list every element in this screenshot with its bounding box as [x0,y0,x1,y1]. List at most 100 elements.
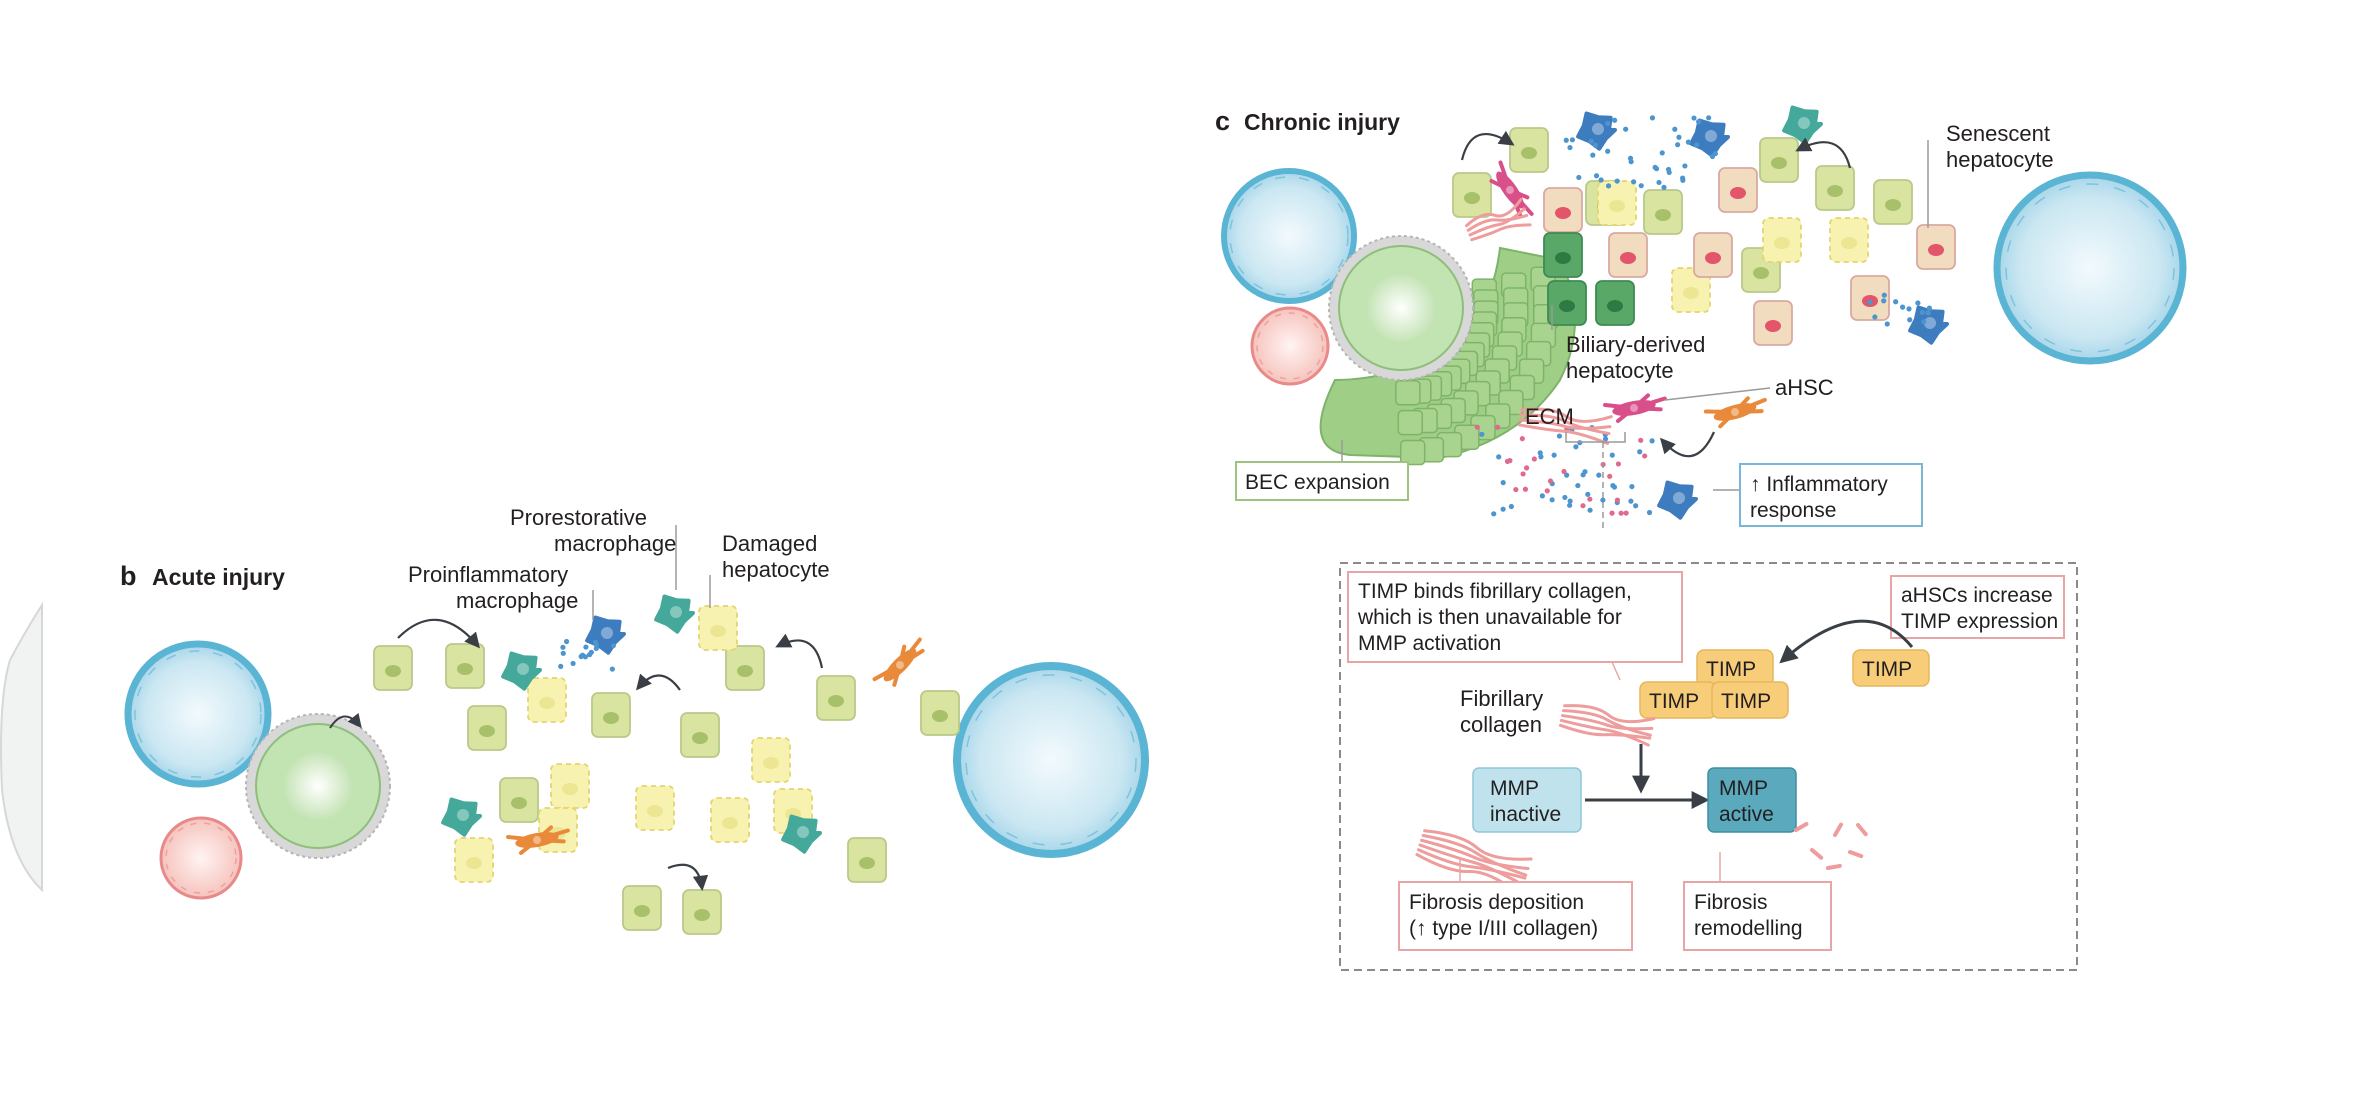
biliary-derived-hepatocyte-2 [1547,280,1587,326]
panel-b-letter: b [120,561,137,591]
prorestorative-macrophage-4 [781,814,822,854]
panel-b-damaged-hepatocytes [454,605,813,883]
panel-b-leader-lines [592,525,711,620]
hepatocyte-11 [682,889,722,935]
senescent-hepatocyte-1 [1543,187,1583,233]
hepatocyte-c-4 [1815,165,1855,211]
svg-text:(↑ type I/III collagen): (↑ type I/III collagen) [1409,917,1598,940]
damaged-label-2: hepatocyte [722,557,830,582]
ahsc-c-2 [1603,393,1667,423]
timp-binding-arrow [1779,619,1914,664]
damaged-hepatocyte-c-1 [1671,267,1711,313]
panel-b-proliferation-arrows [397,618,824,892]
prorestorative-label-1: Prorestorative [510,505,647,530]
proinflammatory-macrophage-c-4 [1657,480,1698,520]
bile-duct-c [1328,235,1474,381]
cropped-panel-edge [0,601,43,893]
prorestorative-macrophage-3 [441,797,482,837]
panel-b-cytokine-dots [558,638,616,672]
svg-text:Fibrosis: Fibrosis [1694,891,1768,914]
hepatocyte-8 [499,777,539,823]
hepatocyte-7 [920,690,960,736]
portal-vein [124,640,272,788]
hepatocyte-2 [467,705,507,751]
svg-text:TIMP: TIMP [1706,658,1756,681]
panel-b-hepatocytes [373,643,960,935]
senescent-label-2: hepatocyte [1946,147,2054,172]
central-vein [953,662,1149,858]
bile-duct [245,712,391,859]
senescent-hepatocyte-3 [1693,232,1733,278]
panel-c-arrows [1460,130,1852,458]
damaged-hepatocyte-c-2 [1762,217,1802,263]
timp-binds-line-1: TIMP binds fibrillary collagen, [1358,580,1632,603]
timp-chip-2: TIMP [1639,681,1717,719]
senescent-hepatocyte-6 [1916,224,1956,270]
panel-c-title: Chronic injury [1244,109,1400,135]
biliary-label-2: hepatocyte [1566,358,1674,383]
ahsc-c-1 [1489,160,1534,217]
damaged-hepatocyte-3 [550,763,590,809]
prorestorative-label-2: macrophage [554,531,676,556]
svg-text:TIMP: TIMP [1649,690,1699,713]
proinflammatory-macrophage-c-3 [1908,305,1949,345]
panel-b-macrophages [441,594,822,854]
panel-c-hepatocytes [1452,127,1956,346]
ahsc-label: aHSC [1775,375,1834,400]
damaged-hepatocyte-4 [635,785,675,831]
panel-c: c Chronic injury [1215,105,2187,971]
hepatocyte-9 [847,837,887,883]
hepatocyte-5 [725,645,765,691]
panel-c-leader-lines [1341,140,1929,530]
mmp-active-box: MMP active [1707,767,1797,833]
timp-binds-line-3: MMP activation [1358,632,1501,655]
fibrillary-label-1: Fibrillary [1460,686,1543,711]
senescent-hepatocyte-4 [1850,275,1890,321]
inflammatory-label-1: ↑ Inflammatory [1750,473,1888,496]
timp-chip-free: TIMP [1852,649,1930,687]
bec-expansion-cells [1319,246,1576,466]
fibrosis-deposition-box: Fibrosis deposition (↑ type I/III collag… [1398,881,1633,951]
damaged-hepatocyte-7 [454,837,494,883]
hepatocyte-1 [445,643,485,689]
portal-vein-c [1221,168,1357,304]
biliary-derived-hepatocyte-1 [1595,280,1635,326]
fibrosis-remodelling-box: Fibrosis remodelling [1683,881,1832,951]
damaged-hepatocyte-0 [698,605,738,651]
damaged-hepatocyte-c-0 [1597,180,1637,226]
timp-chip-3: TIMP [1711,681,1789,719]
hepatocyte-c-0 [1452,172,1492,218]
proinflammatory-macrophage-c-2 [1689,118,1730,158]
fibrillary-label-2: collagen [1460,712,1542,737]
proinflammatory-label-1: Proinflammatory [408,562,568,587]
senescent-label-1: Senescent [1946,121,2050,146]
stellate-cell-2 [506,825,570,855]
svg-text:TIMP: TIMP [1862,658,1912,681]
damaged-hepatocyte-1 [527,677,567,723]
hepatic-artery-c [1250,306,1330,386]
hepatocyte-4 [680,712,720,758]
ecm-label: ECM [1525,404,1574,429]
biliary-label-1: Biliary-derived [1566,332,1705,357]
stellate-cell-c-1 [1703,396,1767,429]
bec-expansion-box: BEC expansion [1235,461,1409,501]
svg-text:MMP: MMP [1719,777,1768,800]
hepatocyte-10 [622,885,662,931]
timp-binds-line-2: which is then unavailable for [1357,606,1622,629]
damaged-hepatocyte-2 [751,737,791,783]
svg-text:Fibrosis deposition: Fibrosis deposition [1409,891,1584,914]
proinflammatory-label-2: macrophage [456,588,578,613]
svg-text:MMP: MMP [1490,777,1539,800]
ahsc-increase-line-1: aHSCs increase [1901,584,2053,607]
timp-mmp-inset: TIMP binds fibrillary collagen, which is… [1339,562,2078,971]
svg-text:remodelling: remodelling [1694,917,1803,940]
proinflammatory-macrophage [585,615,626,655]
svg-text:TIMP: TIMP [1721,690,1771,713]
mmp-inactive-box: MMP inactive [1472,767,1582,833]
damaged-hepatocyte-5 [710,797,750,843]
ahsc-increase-line-2: TIMP expression [1901,610,2058,633]
inflammatory-label-2: response [1750,499,1836,522]
ahsc-increase-box: aHSCs increase TIMP expression [1890,575,2065,639]
timp-binds-box: TIMP binds fibrillary collagen, which is… [1347,571,1683,663]
